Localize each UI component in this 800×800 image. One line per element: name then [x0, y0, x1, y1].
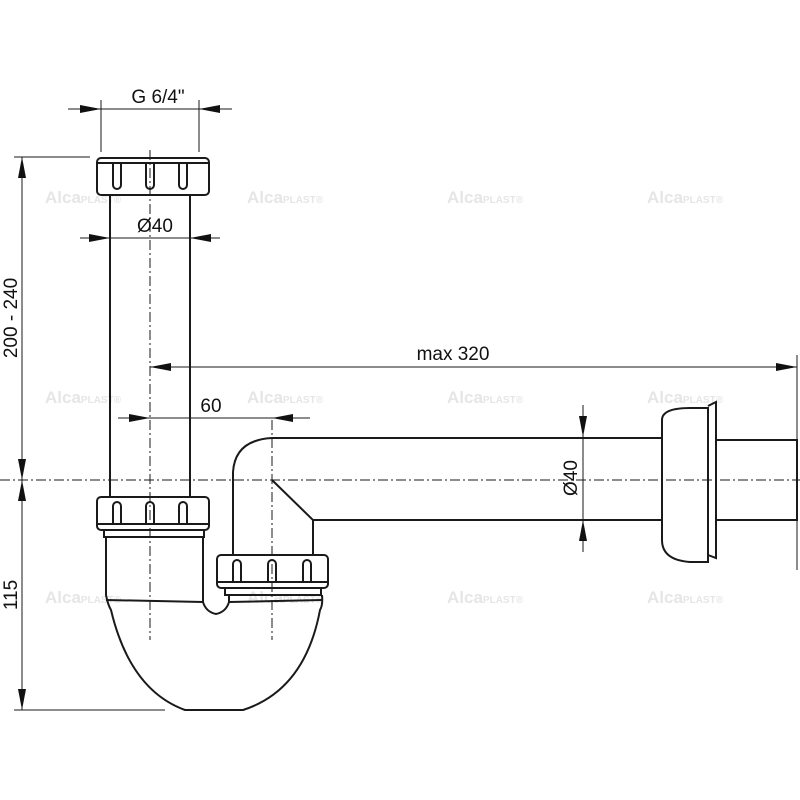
alcaplast-watermark: AlcaPLAST®	[447, 188, 524, 207]
alcaplast-watermark: AlcaPLAST®	[447, 588, 524, 607]
max-length-label: max 320	[417, 344, 490, 365]
trap-height-label: 115	[1, 580, 22, 610]
alcaplast-watermark: AlcaPLAST®	[247, 588, 324, 607]
top-nut	[96, 157, 210, 196]
watermarks: AlcaPLAST® AlcaPLAST® AlcaPLAST® AlcaPLAST®…	[45, 188, 724, 607]
outlet-diameter-label: Ø40	[561, 460, 582, 496]
dim-thread: G 6/4"	[68, 87, 232, 152]
inlet-pipe	[109, 195, 191, 497]
left-trap-nut	[96, 496, 210, 538]
outlet-pipe	[232, 437, 662, 555]
dim-offset: 60	[118, 396, 310, 422]
dim-inlet-diameter: Ø40	[80, 216, 220, 242]
alcaplast-watermark: AlcaPLAST®	[447, 388, 524, 407]
alcaplast-watermark: AlcaPLAST®	[647, 588, 724, 607]
height-range-label: 200 - 240	[1, 278, 22, 358]
alcaplast-watermark: AlcaPLAST®	[45, 588, 122, 607]
alcaplast-watermark: AlcaPLAST®	[247, 388, 324, 407]
right-trap-nut	[216, 554, 329, 596]
u-bend	[105, 537, 324, 711]
dim-outlet-diameter: Ø40	[561, 405, 587, 552]
alcaplast-watermark: AlcaPLAST®	[247, 188, 324, 207]
wall-rosette	[661, 400, 798, 563]
alcaplast-watermark: AlcaPLAST®	[647, 188, 724, 207]
dim-max-length: max 320	[150, 344, 798, 570]
dim-height: 200 - 240 115	[1, 156, 165, 711]
offset-label: 60	[200, 396, 221, 417]
inlet-diameter-label: Ø40	[137, 216, 173, 237]
thread-label: G 6/4"	[131, 87, 184, 108]
